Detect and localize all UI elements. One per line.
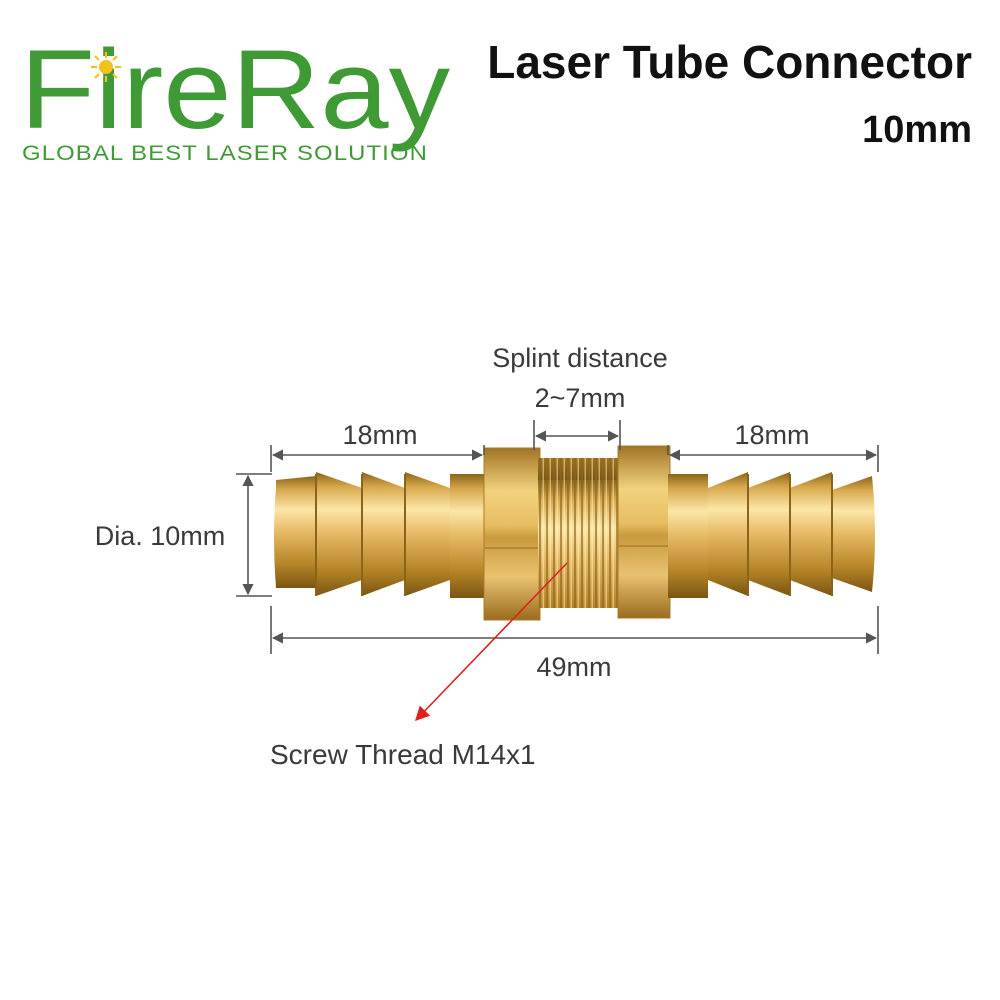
left-hex-nut xyxy=(483,447,541,621)
splint-distance-value: 2~7mm xyxy=(535,383,626,413)
sun-icon xyxy=(91,52,121,82)
thread-section xyxy=(538,458,622,608)
page-subtitle: 10mm xyxy=(862,109,972,151)
thread-label: Screw Thread M14x1 xyxy=(270,739,536,770)
brand-logo: FireRay GLOBAL BEST LASER SOLUTION xyxy=(20,27,450,165)
splint-distance-label: Splint distance xyxy=(492,343,668,373)
thread-pointer-arrow xyxy=(415,562,568,722)
total-length-label: 49mm xyxy=(536,652,611,682)
right-barb xyxy=(668,472,875,598)
tagline: GLOBAL BEST LASER SOLUTION xyxy=(22,142,428,165)
dimension-lines xyxy=(236,420,879,654)
connector-body xyxy=(274,445,875,621)
logo-text: FireRay xyxy=(20,27,450,152)
right-hex-nut xyxy=(617,445,671,619)
page-title: Laser Tube Connector xyxy=(487,36,972,88)
left-length-label: 18mm xyxy=(342,420,417,450)
diameter-label: Dia. 10mm xyxy=(95,521,226,551)
right-length-label: 18mm xyxy=(734,420,809,450)
left-barb xyxy=(274,472,488,598)
